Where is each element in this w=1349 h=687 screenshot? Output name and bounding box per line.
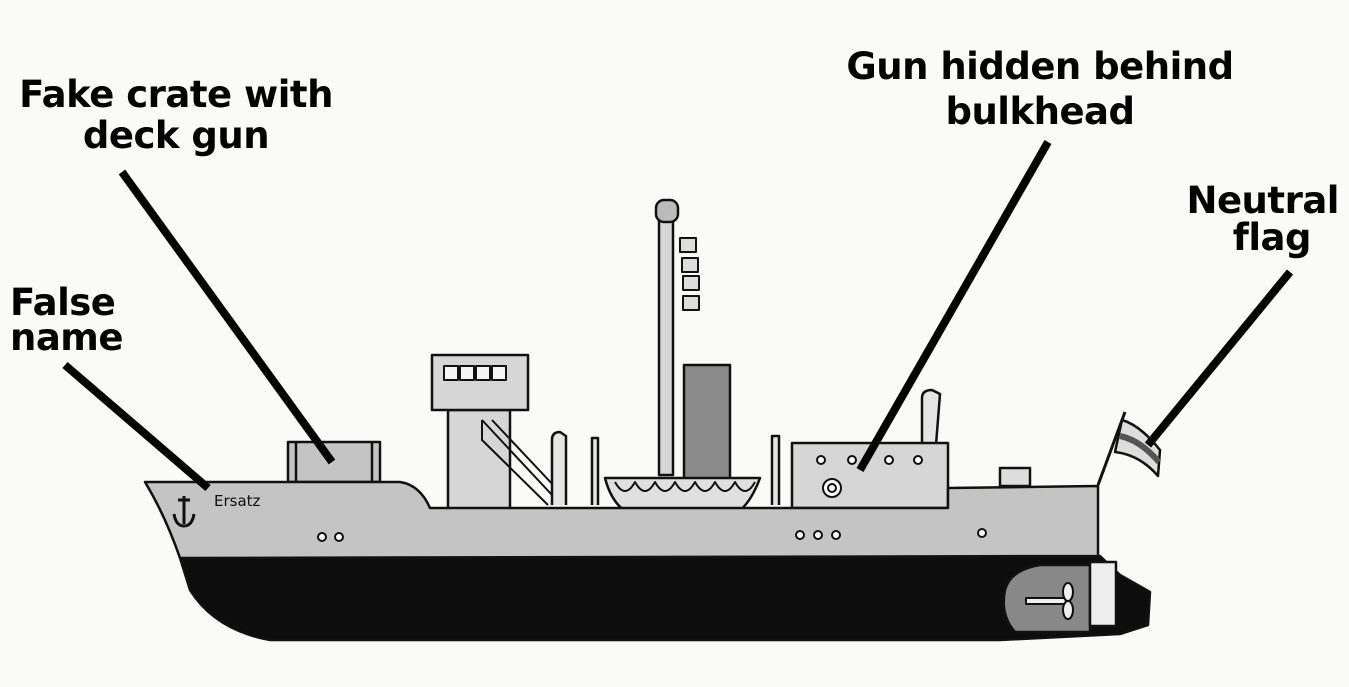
bridge-windows (443, 365, 507, 381)
label-line: Fake crate with (19, 73, 333, 116)
label-false-name: False name (10, 282, 123, 358)
stairs (481, 419, 557, 506)
vent (920, 388, 942, 446)
label-fake-crate: Fake crate with deck gun (6, 74, 346, 156)
portholes-hull (317, 528, 987, 542)
fake-crate (286, 440, 382, 484)
leader-line-neutral-flag (1144, 269, 1294, 448)
anchor-icon (172, 496, 196, 528)
label-line: bulkhead (945, 90, 1135, 133)
label-neutral-flag: Neutral flag (1186, 179, 1340, 259)
davit (590, 436, 600, 505)
vent (550, 430, 568, 505)
bridge-house (430, 353, 530, 412)
neutral-flag (1113, 418, 1162, 478)
leader-line-gun-hidden (856, 140, 1052, 472)
label-line: name (10, 316, 123, 359)
davit (770, 434, 781, 505)
mast (657, 213, 675, 477)
label-line: Gun hidden behind (846, 45, 1234, 88)
label-gun-hidden: Gun hidden behind bulkhead (820, 46, 1260, 132)
mast-top (654, 198, 680, 224)
signal-flags (679, 237, 700, 311)
portholes-bulkhead (816, 455, 923, 498)
ship-name: Ersatz (214, 492, 261, 510)
label-line: deck gun (82, 114, 270, 157)
label-line: Neutral (1186, 179, 1340, 222)
leader-line-fake-crate (118, 169, 336, 465)
label-line: flag (1232, 216, 1312, 259)
label-line: False (10, 281, 116, 324)
hull-lower (178, 554, 1152, 642)
deck-fitting (998, 466, 1032, 488)
leader-line-false-name (62, 361, 211, 492)
propeller (1025, 582, 1074, 620)
bridge-tower (446, 408, 512, 512)
hull-upper (143, 480, 1100, 560)
funnel (682, 363, 732, 482)
rudder (1088, 560, 1118, 628)
